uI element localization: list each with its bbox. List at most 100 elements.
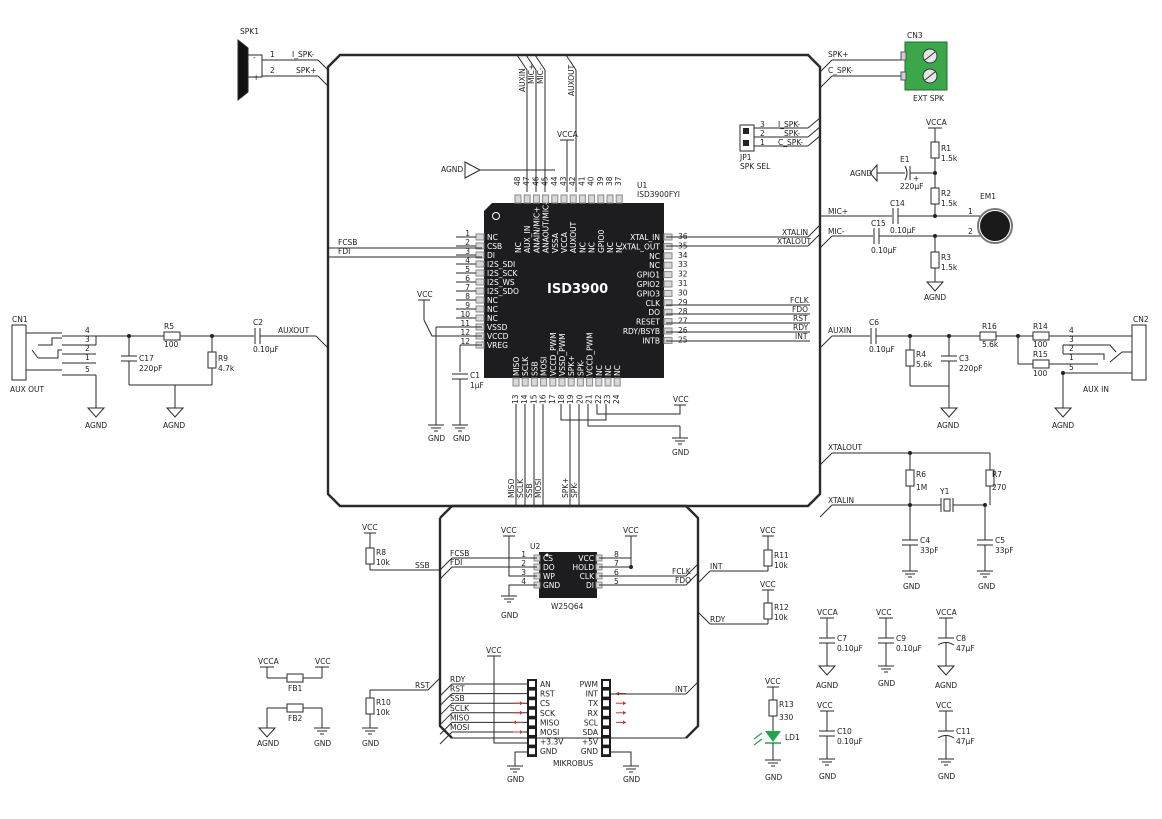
mikrobus-pin-label: SCK <box>540 709 556 718</box>
u1-pin-number: 21 <box>585 394 594 404</box>
u2-pin-name: DO <box>543 563 555 572</box>
u1-pin-number: 10 <box>460 310 470 319</box>
svg-text:W25Q64: W25Q64 <box>551 602 584 611</box>
u1-pin-name: VSSA <box>551 232 560 253</box>
capacitor-c14: C14 0.10μF <box>890 199 916 235</box>
cap-ref: C11 <box>956 727 971 736</box>
svg-text:R4: R4 <box>916 350 926 359</box>
microphone-em1: EM1 1 2 <box>968 192 1013 244</box>
svg-text:VCC: VCC <box>486 646 502 655</box>
resistor-r9: R9 4.7k <box>207 336 235 385</box>
u1-pin-name: SPK+ <box>567 356 576 377</box>
u1-pin-right <box>663 271 673 279</box>
svg-text:R12: R12 <box>774 603 789 612</box>
u1-pin-right <box>663 336 673 344</box>
u1-pin-number: 11 <box>460 319 470 328</box>
mikrobus-pin <box>529 690 535 697</box>
agnd-symbol-top: AGND <box>441 161 555 179</box>
u2-pin-name: GND <box>543 581 560 590</box>
u1-pin-number: 18 <box>557 394 566 404</box>
svg-text:R5: R5 <box>164 322 174 331</box>
u1-pin-bottom <box>613 377 621 387</box>
jumper-jp1: 3 2 1 I_SPK- SPK- C_SPK- JP1 SPK SEL <box>739 117 821 171</box>
u1-pin-name: VCCD_PWM <box>586 332 595 376</box>
svg-text:C2: C2 <box>253 318 263 327</box>
svg-text:5.6k: 5.6k <box>982 340 999 349</box>
svg-text:XTALIN: XTALIN <box>828 496 854 505</box>
u1-pin-number: 26 <box>678 326 688 335</box>
u1-pin-number: 2 <box>465 238 470 247</box>
svg-text:R14: R14 <box>1033 322 1048 331</box>
svg-text:2: 2 <box>270 66 275 75</box>
svg-text:C15: C15 <box>871 219 886 228</box>
svg-text:3: 3 <box>1069 335 1074 344</box>
ground-label: AGND <box>816 681 838 690</box>
svg-text:33pF: 33pF <box>995 546 1014 555</box>
svg-text:R9: R9 <box>218 354 228 363</box>
u1-pin-name: NC <box>604 365 613 376</box>
svg-text:270: 270 <box>992 483 1007 492</box>
u1-pin-name: NC <box>487 305 498 314</box>
svg-text:XTALIN: XTALIN <box>782 228 808 237</box>
svg-text:MIKROBUS: MIKROBUS <box>553 759 593 768</box>
svg-text:R10: R10 <box>376 698 391 707</box>
u1-pin-right <box>663 308 673 316</box>
svg-text:AUXOUT: AUXOUT <box>278 326 310 335</box>
svg-text:JP1: JP1 <box>739 153 752 162</box>
u1-pin-name: INTB <box>642 336 660 345</box>
u1-pin-bottom <box>558 377 566 387</box>
svg-text:VCC: VCC <box>315 657 331 666</box>
u1-pin-number: 23 <box>603 394 612 404</box>
u1-pin-bottom <box>530 377 538 387</box>
mikrobus-pin <box>603 690 609 697</box>
svg-text:MIC+: MIC+ <box>527 64 536 84</box>
mikrobus-pin-label: +5V <box>582 738 599 747</box>
svg-text:C4: C4 <box>920 536 930 545</box>
u1-pin-number: 31 <box>678 279 688 288</box>
ferrite-fb2: AGND GND FB2 <box>257 703 331 748</box>
u1-pin-right <box>663 261 673 269</box>
u1-pin-top <box>588 194 596 204</box>
mikrobus-net-label: SSB <box>450 694 465 703</box>
svg-text:1.5k: 1.5k <box>941 199 958 208</box>
svg-text:AUX OUT: AUX OUT <box>10 385 45 394</box>
spk1-ref: SPK1 <box>240 27 259 36</box>
svg-text:AUXIN: AUXIN <box>828 326 852 335</box>
u1-pin-number: 44 <box>550 176 559 186</box>
u1-pin-number: 48 <box>513 176 522 186</box>
svg-text:GND: GND <box>903 582 920 591</box>
svg-text:220pF: 220pF <box>959 364 982 373</box>
svg-text:0.10μF: 0.10μF <box>890 226 916 235</box>
svg-text:RDY: RDY <box>793 323 809 332</box>
cap-ref: C8 <box>956 634 966 643</box>
svg-text:FDI: FDI <box>450 558 462 567</box>
svg-text:SSB: SSB <box>525 483 534 498</box>
mikrobus-pin-label: +3.3V <box>540 738 564 747</box>
svg-text:CN1: CN1 <box>12 315 28 324</box>
svg-text:VCC: VCC <box>760 526 776 535</box>
svg-text:MISO: MISO <box>507 479 516 498</box>
svg-text:100: 100 <box>164 340 179 349</box>
capacitor-c1: C1 1μF <box>452 371 484 425</box>
svg-text:R7: R7 <box>992 470 1002 479</box>
svg-text:10k: 10k <box>376 708 391 717</box>
ground-label: AGND <box>935 681 957 690</box>
svg-text:GND: GND <box>623 775 640 784</box>
svg-text:AGND: AGND <box>85 421 107 430</box>
u1-pin-name: ANAIN/MIC+ <box>532 207 541 253</box>
svg-text:MIC+: MIC+ <box>828 207 848 216</box>
u2-pin-number: 2 <box>521 559 526 568</box>
svg-text:XTALOUT: XTALOUT <box>777 237 811 246</box>
u1-pin-number: 25 <box>678 335 688 344</box>
svg-text:GND: GND <box>765 773 782 782</box>
u2-pin-name: CLK <box>580 572 595 581</box>
u1-pin-number: 34 <box>678 251 688 260</box>
u1-pin-name: AUX_IN <box>523 226 532 253</box>
svg-text:VCCA: VCCA <box>258 657 280 666</box>
svg-text:-: - <box>253 53 256 62</box>
u1-pin-right <box>663 289 673 297</box>
